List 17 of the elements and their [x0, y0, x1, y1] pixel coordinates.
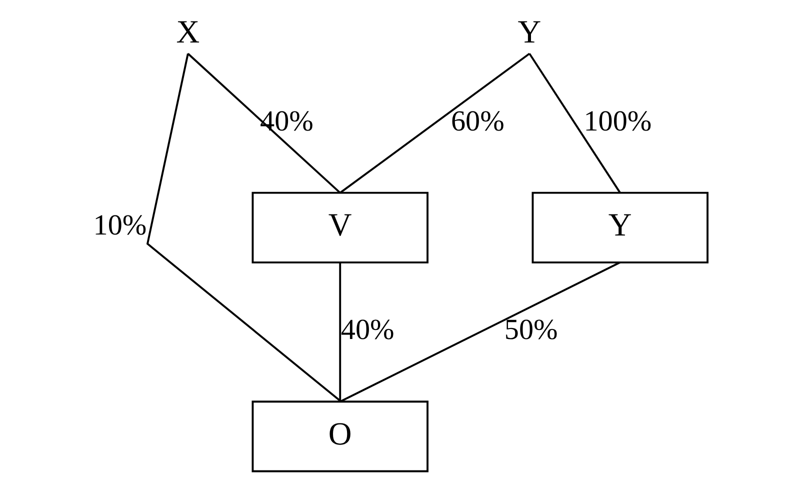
connector [187, 52, 341, 194]
node-text: Y [518, 14, 542, 50]
edge-label: 50% [504, 314, 558, 346]
edge-label: 40% [260, 105, 314, 138]
node-box: V [252, 192, 428, 264]
connector [339, 262, 342, 402]
connector [340, 262, 621, 402]
connector [146, 53, 341, 402]
edge-label: 60% [450, 105, 504, 138]
connector [340, 52, 530, 194]
edge-label: 100% [584, 105, 652, 138]
edge-label: 40% [340, 314, 394, 346]
edge-label: 10% [93, 210, 147, 242]
node-box: Y [532, 192, 708, 264]
connector [528, 53, 621, 194]
node-box: O [252, 400, 428, 472]
node-text: X [176, 14, 200, 50]
